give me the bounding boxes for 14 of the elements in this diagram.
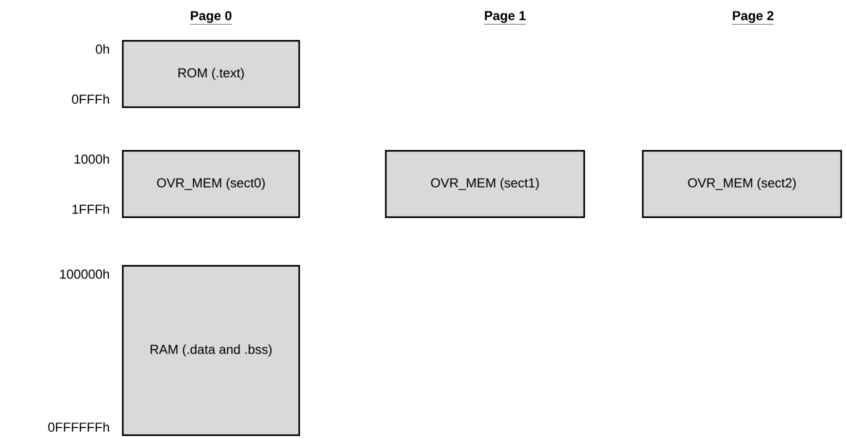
memory-block: RAM (.data and .bss) — [122, 265, 300, 436]
page-heading: Page 0 — [190, 11, 232, 25]
address-label: 0FFFFFFh — [48, 422, 109, 432]
address-label: 1FFFh — [72, 204, 109, 214]
page-heading: Page 2 — [732, 11, 774, 25]
page-heading: Page 1 — [484, 11, 526, 24]
address-label: 0h — [96, 44, 109, 54]
address-label: 0FFFh — [72, 94, 109, 104]
memory-block: OVR_MEM (sect2) — [642, 150, 842, 218]
address-label: 1000h — [74, 154, 109, 164]
address-label: 100000h — [60, 269, 109, 279]
memory-block: ROM (.text) — [122, 40, 300, 108]
memory-block: OVR_MEM (sect0) — [122, 150, 300, 218]
memory-block: OVR_MEM (sect1) — [385, 150, 585, 218]
